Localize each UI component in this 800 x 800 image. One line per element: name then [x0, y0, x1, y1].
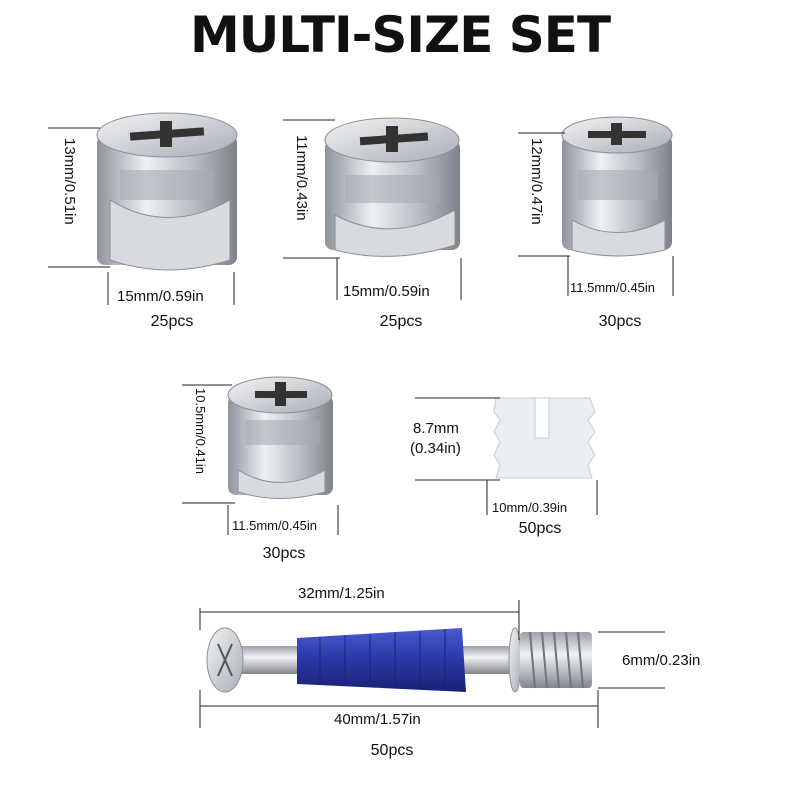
- item5-width-label: 10mm/0.39in: [492, 500, 568, 515]
- bolt-count: 50pcs: [370, 742, 414, 759]
- bolt-length-short-label: 32mm/1.25in: [298, 585, 385, 602]
- item1-width-label: 15mm/0.59in: [117, 288, 204, 305]
- item2-height-label: 11mm/0.43in: [293, 135, 310, 221]
- item5-height-label-line1: 8.7mm: [413, 420, 459, 437]
- bolt-length-total-label: 40mm/1.57in: [334, 711, 421, 728]
- item3-count: 30pcs: [598, 313, 642, 330]
- item2-width-label: 15mm/0.59in: [343, 283, 430, 300]
- item5-count: 50pcs: [518, 520, 562, 537]
- item2-count: 25pcs: [379, 313, 423, 330]
- item4-count: 30pcs: [262, 545, 306, 562]
- page-title: MULTI-SIZE SET: [189, 6, 611, 64]
- cam-lock-10-5mm: [227, 376, 333, 499]
- cam-lock-12mm: [561, 116, 673, 257]
- bolt-diameter-label: 6mm/0.23in: [622, 652, 701, 669]
- plastic-dowel-insert: [493, 397, 596, 479]
- item1-count: 25pcs: [150, 313, 194, 330]
- cam-lock-13mm: [96, 112, 238, 271]
- cam-lock-11mm: [324, 117, 460, 257]
- item3-height-label: 12mm/0.47in: [528, 138, 545, 225]
- item1-height-label: 13mm/0.51in: [61, 138, 78, 225]
- dimension-lines: [48, 119, 674, 728]
- item5-height-label-line2: (0.34in): [410, 440, 461, 457]
- item3-width-label: 11.5mm/0.45in: [570, 280, 656, 295]
- connector-bolt: [206, 627, 592, 693]
- item4-height-label: 10.5mm/0.41in: [193, 388, 208, 474]
- item4-width-label: 11.5mm/0.45in: [232, 518, 318, 533]
